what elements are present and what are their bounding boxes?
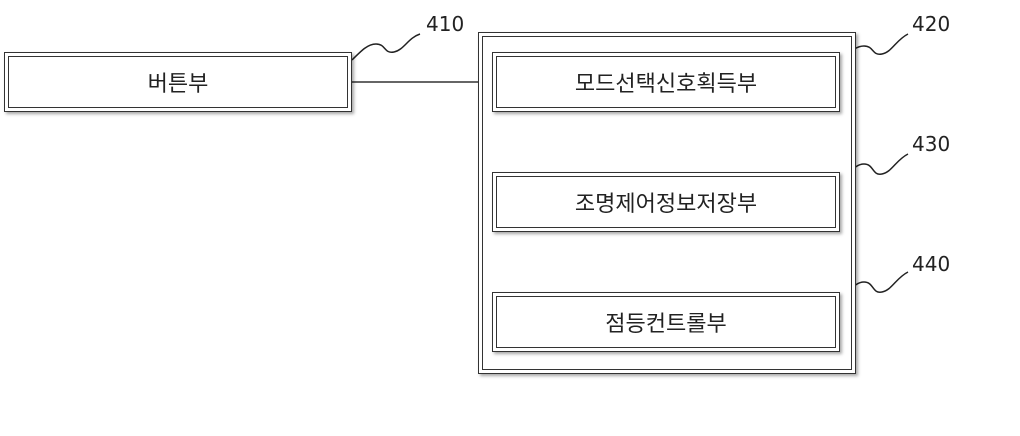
ref-420: 420 xyxy=(912,12,951,36)
button-block-label: 버튼부 xyxy=(147,72,209,97)
lighting-store-block-label: 조명제어정보저장부 xyxy=(574,192,758,217)
mode-select-block: 모드선택신호획득부 xyxy=(492,52,840,112)
lighting-store-block: 조명제어정보저장부 xyxy=(492,172,840,232)
leader-line-410 xyxy=(351,33,421,61)
mode-select-block-label: 모드선택신호획득부 xyxy=(574,72,758,97)
ref-430: 430 xyxy=(912,132,951,156)
lighting-control-block: 점등컨트롤부 xyxy=(492,292,840,352)
lighting-control-block-label: 점등컨트롤부 xyxy=(605,312,727,337)
ref-440: 440 xyxy=(912,252,951,276)
ref-410: 410 xyxy=(426,12,465,36)
button-block: 버튼부 xyxy=(4,52,352,112)
